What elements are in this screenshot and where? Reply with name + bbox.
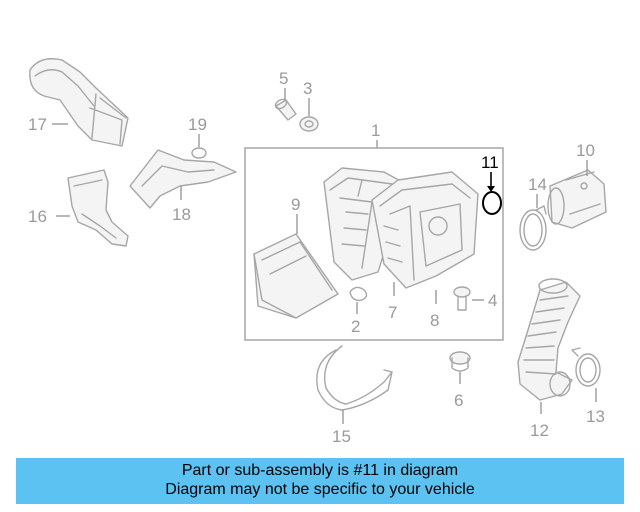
callout-2[interactable]: 2 bbox=[351, 317, 360, 336]
part-14-hose-clamp[interactable] bbox=[519, 205, 547, 251]
callout-10[interactable]: 10 bbox=[576, 141, 595, 160]
caption-line-2: Diagram may not be specific to your vehi… bbox=[165, 481, 475, 498]
part-6-mount[interactable] bbox=[449, 351, 471, 372]
part-11-gasket[interactable] bbox=[482, 191, 502, 215]
part-4-bolt[interactable] bbox=[453, 286, 471, 311]
callout-1[interactable]: 1 bbox=[371, 121, 380, 140]
info-banner: Part or sub-assembly is #11 in diagram D… bbox=[16, 458, 624, 504]
part-18-cover-plate[interactable] bbox=[129, 149, 237, 209]
caption-line-1: Part or sub-assembly is #11 in diagram bbox=[181, 462, 459, 479]
arrow-11 bbox=[487, 186, 495, 192]
callout-4[interactable]: 4 bbox=[488, 291, 497, 310]
part-3-grommet[interactable] bbox=[299, 116, 319, 132]
callout-6[interactable]: 6 bbox=[454, 391, 463, 410]
part-16-duct-bracket[interactable] bbox=[67, 169, 129, 247]
part-9-filter-element[interactable] bbox=[253, 233, 339, 319]
callout-19[interactable]: 19 bbox=[188, 115, 207, 134]
part-10-airflow-meter[interactable] bbox=[547, 169, 607, 229]
part-15-seal-strip[interactable] bbox=[316, 345, 393, 411]
part-12-intake-hose[interactable] bbox=[517, 278, 581, 401]
callout-5[interactable]: 5 bbox=[279, 69, 288, 88]
callout-11[interactable]: 11 bbox=[481, 153, 499, 172]
callout-18[interactable]: 18 bbox=[172, 205, 191, 224]
callout-8[interactable]: 8 bbox=[430, 311, 439, 330]
callout-13[interactable]: 13 bbox=[586, 407, 605, 426]
callout-9[interactable]: 9 bbox=[291, 195, 300, 214]
part-13-hose-clamp[interactable] bbox=[571, 347, 601, 387]
assembly-box bbox=[244, 147, 504, 341]
callout-3[interactable]: 3 bbox=[303, 79, 312, 98]
callout-12[interactable]: 12 bbox=[530, 421, 549, 440]
callout-16[interactable]: 16 bbox=[28, 207, 47, 226]
callout-15[interactable]: 15 bbox=[332, 427, 351, 446]
part-2-clip[interactable] bbox=[349, 286, 368, 302]
callout-14[interactable]: 14 bbox=[528, 175, 547, 194]
part-5-pin[interactable] bbox=[274, 98, 297, 121]
part-17-intake-duct[interactable] bbox=[29, 58, 129, 147]
callout-7[interactable]: 7 bbox=[388, 303, 397, 322]
part-19-grommet[interactable] bbox=[191, 147, 207, 159]
callout-17[interactable]: 17 bbox=[28, 115, 47, 134]
part-8-housing-upper[interactable] bbox=[371, 171, 479, 289]
